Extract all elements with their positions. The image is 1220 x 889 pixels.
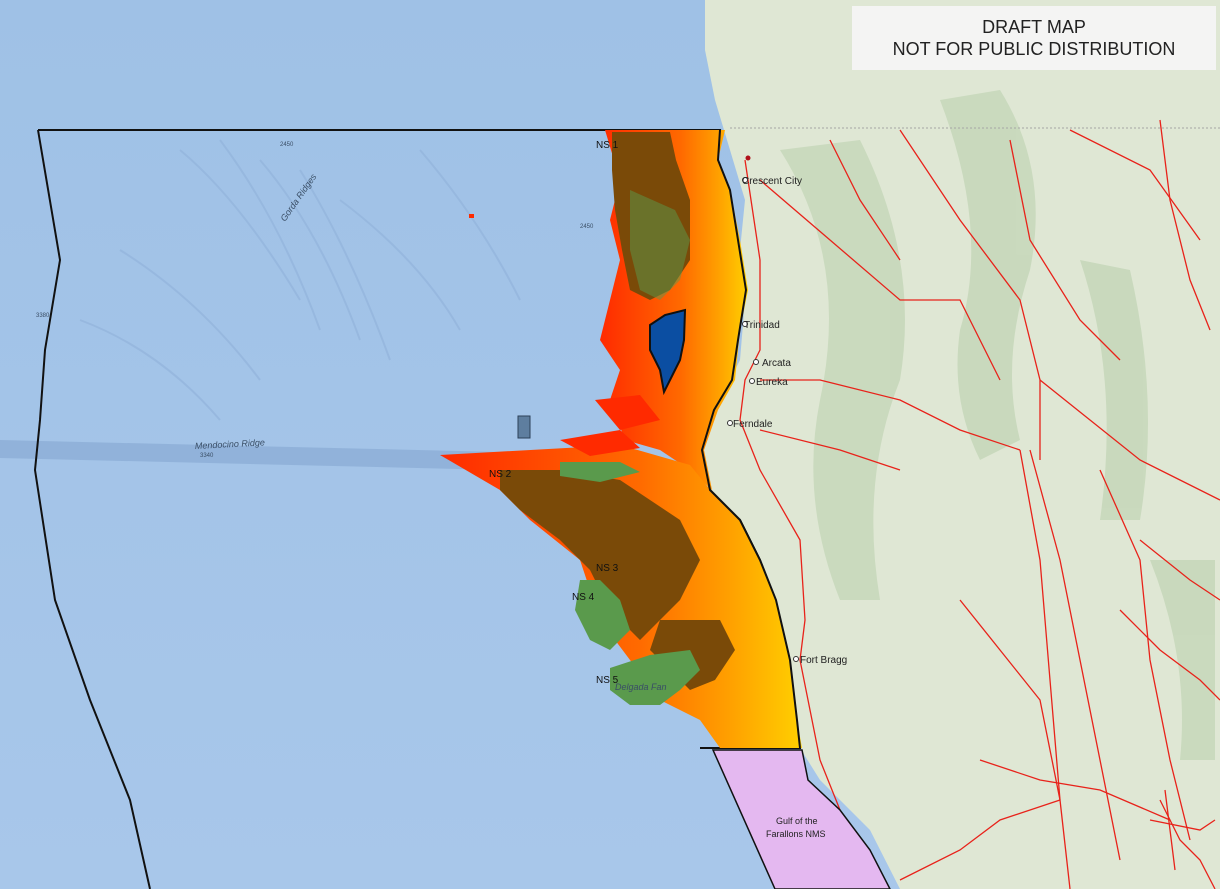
zone-label-ns4: NS 4 <box>572 592 595 603</box>
blue-zone <box>649 308 687 396</box>
zone-label-ns2: NS 2 <box>489 469 512 480</box>
city-label-fort-bragg: Fort Bragg <box>800 655 847 666</box>
depth-label: 3380 <box>36 313 50 319</box>
draft-banner: DRAFT MAP NOT FOR PUBLIC DISTRIBUTION <box>852 6 1216 70</box>
road-network <box>739 119 1220 889</box>
depth-label: 2450 <box>280 142 294 148</box>
city-label-trinidad: Trinidad <box>744 320 780 331</box>
banner-line2: NOT FOR PUBLIC DISTRIBUTION <box>892 39 1176 59</box>
study-area-west-edge <box>33 129 151 889</box>
city-label-arcata: Arcata <box>762 358 791 369</box>
banner-line1: DRAFT MAP <box>982 17 1086 37</box>
green-zones <box>560 190 700 705</box>
depth-label: 3340 <box>200 453 214 459</box>
nms-area[interactable] <box>711 749 891 889</box>
habitat-patches <box>469 214 660 456</box>
feature-label-mendocino: Mendocino Ridge <box>195 437 265 451</box>
city-marker-crescent-red <box>745 155 751 161</box>
city-label-crescent-city: Crescent City <box>742 176 802 187</box>
nms-label-line1: Gulf of the <box>776 816 818 826</box>
zone-label-ns5: NS 5 <box>596 675 619 686</box>
mendocino-ridge-band <box>0 440 500 470</box>
city-label-eureka: Eureka <box>756 377 788 388</box>
coastline <box>700 129 801 749</box>
city-markers <box>727 177 799 662</box>
nms-label-line2: Farallons NMS <box>766 829 826 839</box>
zone-label-ns1: NS 1 <box>596 140 619 151</box>
depth-label: 2450 <box>580 224 594 230</box>
zone-label-ns3: NS 3 <box>596 563 619 574</box>
feature-label-delgada: Delgada Fan <box>615 682 667 692</box>
terrain-shading <box>780 90 1215 760</box>
survey-marker[interactable] <box>517 415 531 439</box>
city-label-ferndale: Ferndale <box>733 419 773 430</box>
seafloor-texture <box>79 139 521 421</box>
